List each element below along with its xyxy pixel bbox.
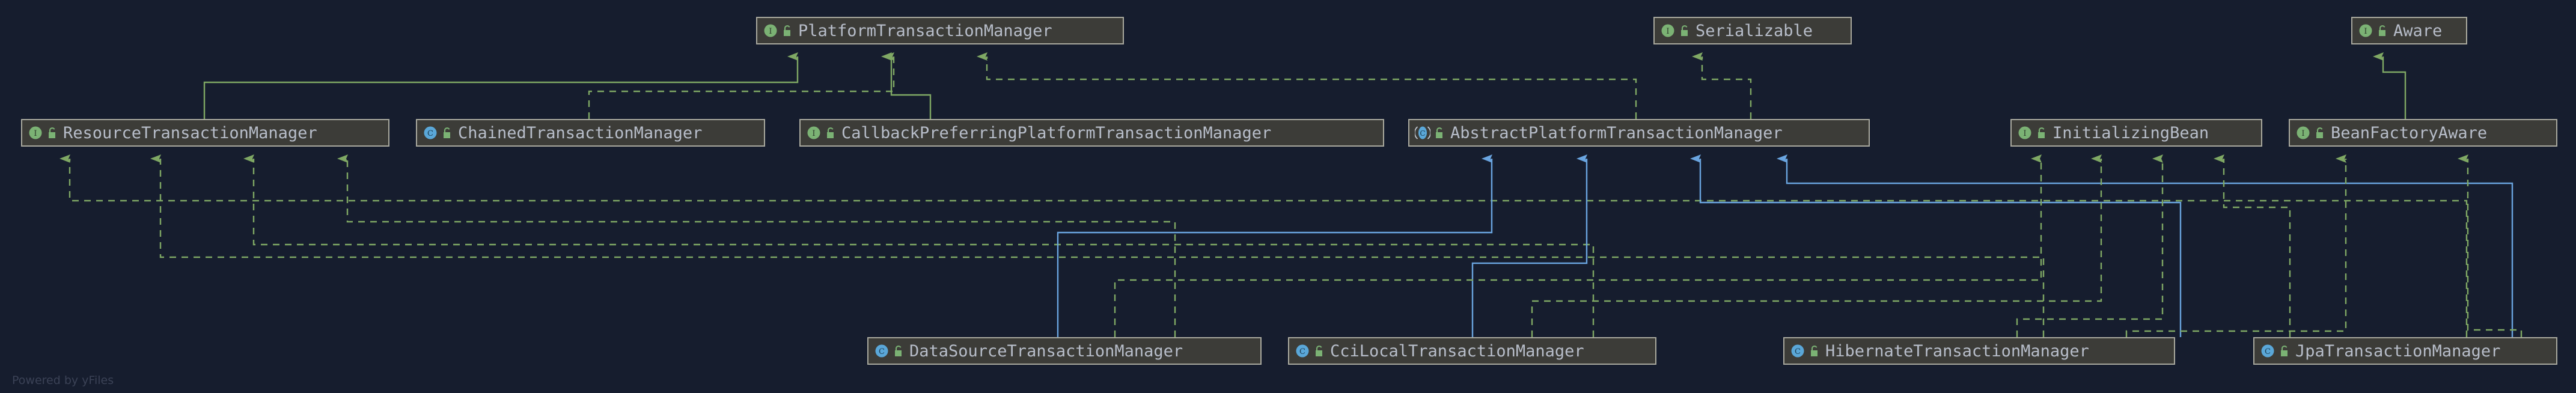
svg-text:I: I	[2301, 129, 2304, 138]
edge-aptm-to-ptm	[977, 52, 1637, 119]
public-lock-icon	[827, 127, 834, 138]
interface-icon: I	[807, 126, 820, 139]
interface-icon: I	[2018, 126, 2031, 139]
edge-htm-to-initializingbean	[2016, 154, 2164, 337]
interface-icon: I	[764, 24, 777, 37]
svg-text:I: I	[1666, 27, 1669, 36]
svg-text:C: C	[1299, 347, 1305, 356]
class-node-cpptm[interactable]: I CallbackPreferringPlatformTransactionMa…	[799, 119, 1384, 147]
class-node-jtm[interactable]: C JpaTransactionManager	[2253, 337, 2557, 365]
class-node-ctm[interactable]: C ChainedTransactionManager	[416, 119, 765, 147]
class-node-label: Aware	[2393, 21, 2443, 40]
class-node-rtm[interactable]: I ResourceTransactionManager	[21, 119, 389, 147]
class-node-cltm[interactable]: C CciLocalTransactionManager	[1288, 337, 1656, 365]
svg-text:C: C	[427, 129, 433, 138]
edge-cltm-to-aptm	[1471, 154, 1588, 337]
public-lock-icon	[444, 127, 450, 138]
svg-text:I: I	[812, 129, 815, 138]
svg-text:I: I	[2364, 27, 2367, 36]
class-node-aware[interactable]: I Aware	[2351, 17, 2467, 44]
class-node-label: HibernateTransactionManager	[1825, 341, 2089, 361]
edge-aptm-to-serializable	[1692, 52, 1752, 119]
class-node-label: InitializingBean	[2053, 123, 2209, 142]
class-icon: C	[424, 126, 437, 139]
edge-cpptm-to-ptm	[881, 52, 932, 119]
svg-text:C: C	[879, 347, 885, 356]
class-icon: C	[1296, 344, 1309, 358]
class-icon: C	[2261, 344, 2274, 358]
class-node-aptm[interactable]: C AbstractPlatformTransactionManager	[1408, 119, 1870, 147]
class-node-label: ResourceTransactionManager	[63, 123, 317, 142]
edge-dstm-to-initializingbean	[1114, 154, 2042, 337]
class-node-label: Serializable	[1695, 21, 1813, 40]
class-node-label: PlatformTransactionManager	[798, 21, 1052, 40]
public-lock-icon	[2038, 127, 2045, 138]
edge-cltm-to-initializingbean	[1531, 154, 2102, 337]
class-node-label: JpaTransactionManager	[2295, 341, 2501, 361]
class-node-label: CciLocalTransactionManager	[1330, 341, 1584, 361]
svg-text:I: I	[34, 129, 37, 138]
interface-icon: I	[2297, 126, 2310, 139]
public-lock-icon	[49, 127, 55, 138]
edge-ctm-to-ptm	[588, 52, 895, 119]
svg-text:C: C	[1420, 129, 1425, 138]
yfiles-watermark: Powered by yFiles	[12, 374, 114, 387]
public-lock-icon	[1316, 346, 1322, 356]
public-lock-icon	[2379, 25, 2385, 36]
public-lock-icon	[2316, 127, 2323, 138]
edge-bfaware-to-aware	[2373, 52, 2407, 119]
edge-jtm-to-aptm	[1777, 154, 2513, 337]
edge-htm-to-aptm	[1690, 154, 2182, 337]
class-node-ptm[interactable]: I PlatformTransactionManager	[756, 17, 1124, 44]
class-icon: C	[875, 344, 888, 358]
class-node-dstm[interactable]: C DataSourceTransactionManager	[867, 337, 1262, 365]
class-node-label: CallbackPreferringPlatformTransactionMan…	[841, 123, 1272, 142]
class-node-serial[interactable]: I Serializable	[1653, 17, 1852, 44]
public-lock-icon	[1436, 127, 1442, 138]
edge-htm-to-rtm	[150, 154, 2045, 337]
interface-icon: I	[1661, 24, 1674, 37]
svg-text:I: I	[2023, 129, 2026, 138]
edge-jtm-to-initializingbean	[2214, 154, 2291, 337]
svg-text:C: C	[2265, 347, 2271, 356]
public-lock-icon	[1681, 25, 1688, 36]
public-lock-icon	[2281, 346, 2288, 356]
edge-rtm-to-ptm	[203, 52, 799, 119]
class-icon: C	[1791, 344, 1804, 358]
class-node-label: AbstractPlatformTransactionManager	[1450, 123, 1783, 142]
class-node-ibean[interactable]: I InitializingBean	[2010, 119, 2262, 147]
svg-text:I: I	[769, 27, 772, 36]
class-node-htm[interactable]: C HibernateTransactionManager	[1783, 337, 2175, 365]
edge-jtm-to-beanfactoryaware	[2458, 154, 2523, 337]
edge-jtm-to-rtm	[60, 154, 2468, 337]
abstract-class-icon: C	[1415, 126, 1430, 139]
interface-icon: I	[29, 126, 42, 139]
edge-dstm-to-rtm	[337, 154, 1176, 337]
class-node-label: ChainedTransactionManager	[458, 123, 703, 142]
class-node-label: DataSourceTransactionManager	[909, 341, 1183, 361]
edge-dstm-to-aptm	[1057, 154, 1493, 337]
public-lock-icon	[784, 25, 790, 36]
svg-text:C: C	[1795, 347, 1801, 356]
public-lock-icon	[895, 346, 902, 356]
class-node-label: BeanFactoryAware	[2331, 123, 2488, 142]
edge-htm-to-beanfactoryaware	[2125, 154, 2347, 337]
class-node-bfaware[interactable]: I BeanFactoryAware	[2289, 119, 2557, 147]
public-lock-icon	[1811, 346, 1818, 356]
interface-icon: I	[2359, 24, 2372, 37]
edge-cltm-to-rtm	[243, 154, 1595, 337]
